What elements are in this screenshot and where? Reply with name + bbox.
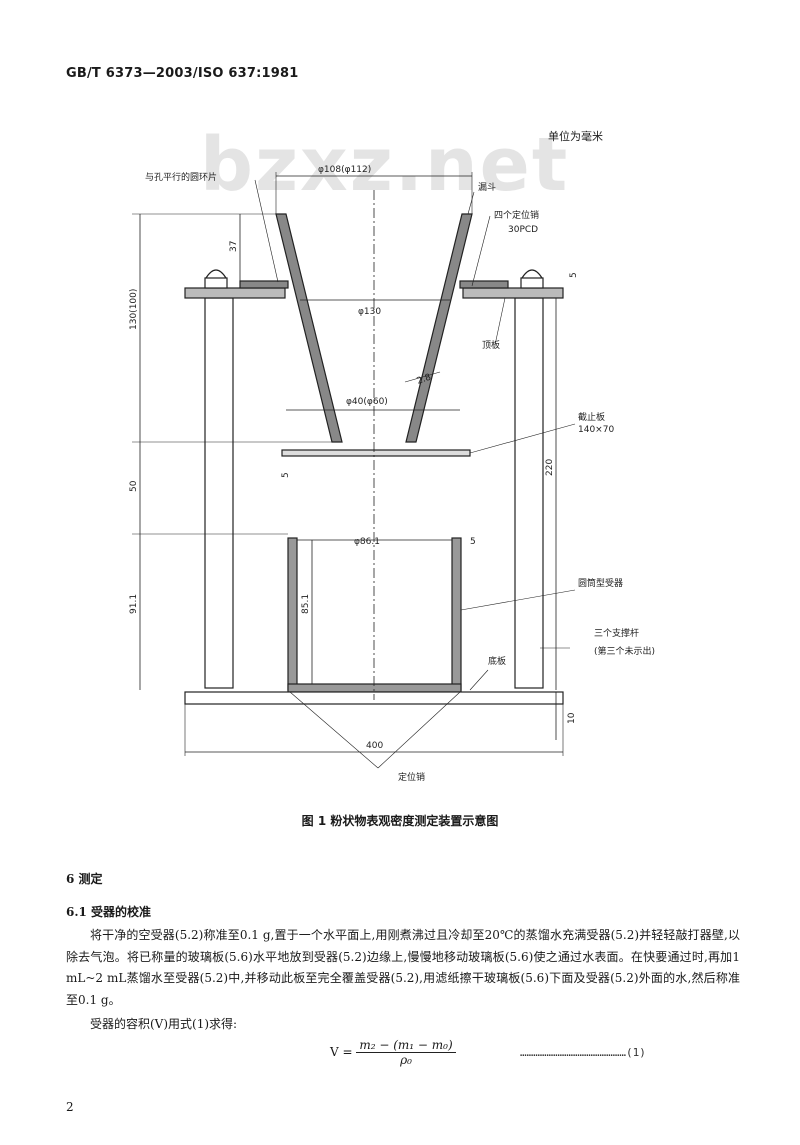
label-dim-91-1: 91.1	[129, 594, 139, 614]
cup-bottom	[287, 683, 462, 693]
cup-wall-left	[287, 537, 298, 691]
figure-unit-note: 单位为毫米	[548, 130, 603, 143]
figure-caption: 图 1 粉状物表观密度测定装置示意图	[301, 814, 499, 828]
volume-formula: V = m₂ − (m₁ − m₀) ρ₀	[330, 1038, 456, 1067]
top-plate-left	[184, 287, 286, 299]
right-support-leg	[514, 297, 544, 689]
label-three-legs-note: (第三个未示出)	[594, 645, 655, 657]
label-stop-plate: 截止板	[578, 411, 605, 423]
label-funnel: 漏斗	[478, 181, 496, 193]
left-support-leg	[204, 297, 234, 689]
section-heading: 6 测定	[66, 872, 103, 886]
plate-ring-right	[459, 280, 509, 289]
formula-numerator: m₂ − (m₁ − m₀)	[356, 1038, 456, 1053]
bolt-left	[204, 277, 228, 289]
label-pins-pcd: 30PCD	[508, 225, 538, 235]
label-dim-5-top: 5	[569, 272, 579, 278]
formula-number: …………………………………………(1)	[520, 1046, 646, 1059]
label-dim-37: 37	[229, 241, 239, 252]
label-locator: 定位销	[398, 771, 425, 783]
subsection-heading: 6.1 受器的校准	[66, 905, 152, 919]
label-dim-400: 400	[366, 741, 383, 751]
label-dim-5-gate: 5	[281, 472, 291, 478]
label-cup-diameter: φ86.1	[354, 537, 380, 547]
label-dim-85-1: 85.1	[301, 594, 311, 614]
label-top-diameter: φ108(φ112)	[318, 165, 371, 175]
apparatus-diagram: 与孔平行的圆环片 φ108(φ112) 漏斗 四个定位销 30PCD 37 13…	[129, 165, 655, 783]
label-mid-diameter: φ130	[358, 307, 381, 317]
bolt-head-left	[205, 269, 227, 279]
formula-fraction: m₂ − (m₁ − m₀) ρ₀	[356, 1038, 456, 1067]
label-base: 底板	[488, 655, 506, 667]
formula-lhs: V =	[330, 1045, 353, 1059]
label-dim-10: 10	[567, 712, 577, 724]
label-dim-130-100: 130(100)	[129, 289, 139, 330]
top-plate-right	[462, 287, 564, 299]
label-plate: 顶板	[482, 339, 500, 351]
label-wall-thickness: 2.8	[416, 372, 433, 386]
label-stop-plate-size: 140×70	[578, 425, 614, 435]
label-three-legs: 三个支撑杆	[594, 627, 639, 639]
standard-code-header: GB/T 6373—2003/ISO 637:1981	[66, 66, 299, 81]
calibration-paragraph: 将干净的空受器(5.2)称准至0.1 g,置于一个水平面上,用刚煮沸过且冷却至2…	[66, 928, 740, 1007]
plate-ring-left	[239, 280, 289, 289]
label-flat-plug: 与孔平行的圆环片	[145, 171, 217, 183]
page-number: 2	[66, 1100, 74, 1114]
label-dim-5-cup: 5	[470, 537, 476, 547]
label-bottom-diameter: φ40(φ60)	[346, 397, 388, 407]
label-cup: 圆筒型受器	[578, 577, 623, 589]
funnel-wall-left	[275, 213, 343, 443]
funnel-wall-right	[405, 213, 473, 443]
formula-denominator: ρ₀	[400, 1053, 412, 1067]
label-dim-220: 220	[545, 459, 555, 476]
stop-gate	[281, 449, 471, 457]
label-four-pins: 四个定位销	[494, 209, 539, 221]
bolt-right	[520, 277, 544, 289]
cup-wall-right	[451, 537, 462, 691]
watermark: bzxz.net	[200, 122, 570, 208]
volume-formula-intro: 受器的容积(V)用式(1)求得:	[90, 1017, 238, 1031]
label-dim-50: 50	[129, 480, 139, 492]
bolt-head-right	[521, 269, 543, 279]
